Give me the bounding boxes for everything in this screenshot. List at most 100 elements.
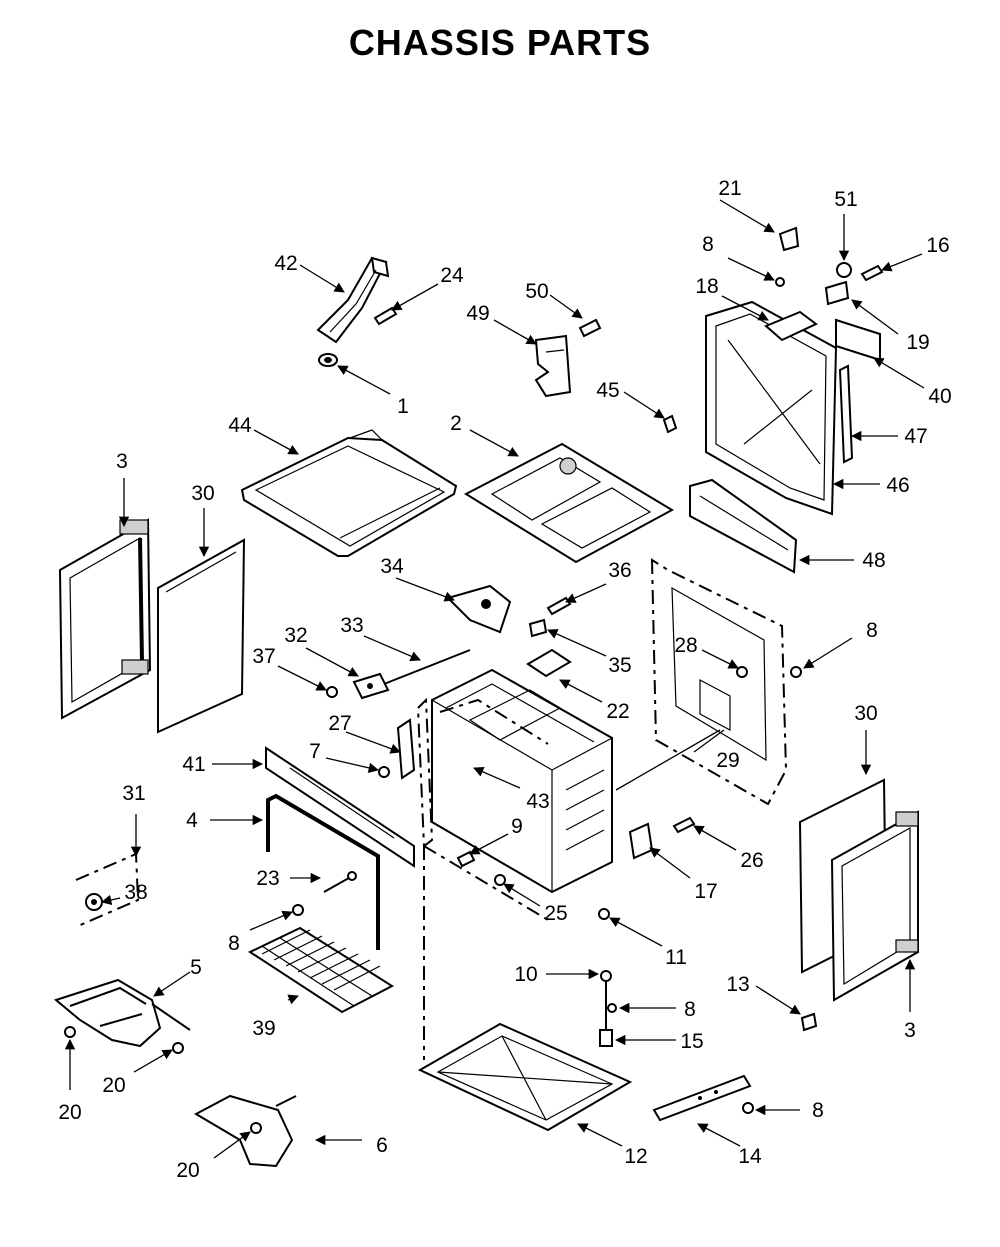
callout-3-left: 3 (116, 450, 128, 473)
part-screw-20-c (250, 1122, 262, 1134)
part-clip-35 (528, 618, 548, 638)
callout-12: 12 (624, 1145, 647, 1168)
callout-47: 47 (904, 425, 927, 448)
part-screw-20-a (64, 1026, 76, 1038)
callout-1: 1 (397, 395, 409, 418)
callout-49: 49 (466, 302, 489, 325)
callout-33: 33 (340, 614, 363, 637)
callout-16: 16 (926, 234, 949, 257)
callout-19: 19 (906, 331, 929, 354)
part-wire-33 (383, 649, 471, 685)
callout-14: 14 (738, 1145, 762, 1168)
part-side-panel-3-left (58, 518, 152, 720)
part-rear-panel-46 (705, 300, 838, 516)
part-pin-23 (323, 871, 357, 893)
part-side-panel-3-right (830, 810, 919, 1002)
callout-8-rack: 8 (228, 932, 240, 955)
part-bracket-34 (446, 584, 512, 634)
callout-8-leveler: 8 (684, 998, 696, 1021)
callout-23: 23 (256, 867, 279, 890)
callout-20-b: 20 (102, 1074, 125, 1097)
callout-20-a: 20 (58, 1101, 81, 1124)
part-terminal-19 (824, 280, 850, 306)
part-grommet-1 (318, 353, 338, 367)
part-screw-11 (598, 908, 610, 920)
part-switch-32 (352, 672, 390, 700)
callout-30-left: 30 (191, 482, 214, 505)
part-screw-50 (578, 318, 602, 338)
callout-2: 2 (450, 412, 462, 435)
part-bracket-31 (75, 852, 140, 927)
callout-3-right: 3 (904, 1019, 916, 1042)
callout-11: 11 (665, 946, 687, 969)
callout-26: 26 (740, 849, 763, 872)
callout-10: 10 (514, 963, 537, 986)
callout-8-back: 8 (866, 619, 878, 642)
callout-18: 18 (695, 275, 718, 298)
callout-48: 48 (862, 549, 885, 572)
callout-28: 28 (674, 634, 697, 657)
part-screw-20-b (172, 1042, 184, 1054)
part-bracket-18 (764, 310, 818, 342)
callout-37: 37 (252, 645, 275, 668)
callout-5: 5 (190, 956, 202, 979)
callout-13: 13 (726, 973, 749, 996)
part-drawer-12 (417, 1022, 633, 1132)
callout-8-bottom: 8 (812, 1099, 824, 1122)
part-screw-8-leveler (607, 1003, 617, 1013)
callout-41: 41 (182, 753, 205, 776)
part-screw-8-top (775, 277, 785, 287)
part-screw-8-back (790, 666, 802, 678)
part-plate-22 (526, 648, 572, 678)
callout-35: 35 (608, 654, 631, 677)
part-element-6 (193, 1094, 297, 1168)
leader-lines (64, 199, 925, 1159)
callout-21: 21 (718, 177, 741, 200)
callout-51: 51 (834, 188, 857, 211)
part-panel-41 (265, 746, 415, 868)
part-screw-9 (456, 850, 476, 868)
callout-labels: 42 24 1 50 49 45 44 2 3 30 34 36 35 33 3… (58, 177, 951, 1182)
callout-17: 17 (694, 880, 717, 903)
callout-8-top: 8 (702, 233, 714, 256)
callout-43: 43 (526, 790, 549, 813)
callout-6: 6 (376, 1134, 388, 1157)
part-plate-40 (835, 318, 881, 362)
part-clip-49 (534, 334, 572, 398)
part-insulation-30-left (157, 538, 246, 734)
callout-31: 31 (122, 782, 145, 805)
part-foot-15 (599, 1029, 613, 1047)
part-strip-47 (838, 364, 854, 464)
part-clip-13 (800, 1012, 818, 1032)
callout-50: 50 (525, 280, 548, 303)
callout-32: 32 (284, 624, 307, 647)
part-nut-51 (836, 262, 852, 278)
callout-30-right: 30 (854, 702, 877, 725)
callout-39: 39 (252, 1017, 275, 1040)
part-bracket-42 (316, 256, 390, 344)
part-screw-24 (373, 306, 398, 326)
part-top-panel-44 (240, 429, 458, 557)
part-screw-26 (672, 816, 696, 834)
part-knob-38 (85, 893, 103, 911)
part-front-frame (416, 697, 549, 848)
callout-27: 27 (328, 712, 351, 735)
callout-42: 42 (274, 252, 297, 275)
part-clip-45 (662, 414, 678, 434)
callout-46: 46 (886, 474, 909, 497)
part-screw-16 (860, 264, 884, 282)
part-leveler-10 (600, 970, 612, 1036)
callout-38: 38 (124, 881, 147, 904)
part-vent-48 (689, 478, 798, 574)
part-oven-cavity-43 (431, 668, 613, 894)
part-back-panel-29 (615, 558, 788, 806)
page-title: CHASSIS PARTS (348, 22, 652, 63)
callout-40: 40 (928, 385, 951, 408)
callout-9: 9 (511, 815, 523, 838)
callout-25: 25 (544, 902, 567, 925)
part-screw-7 (378, 766, 390, 778)
part-screw-28 (736, 666, 748, 678)
callout-4: 4 (186, 809, 198, 832)
callout-20-c: 20 (176, 1159, 199, 1182)
